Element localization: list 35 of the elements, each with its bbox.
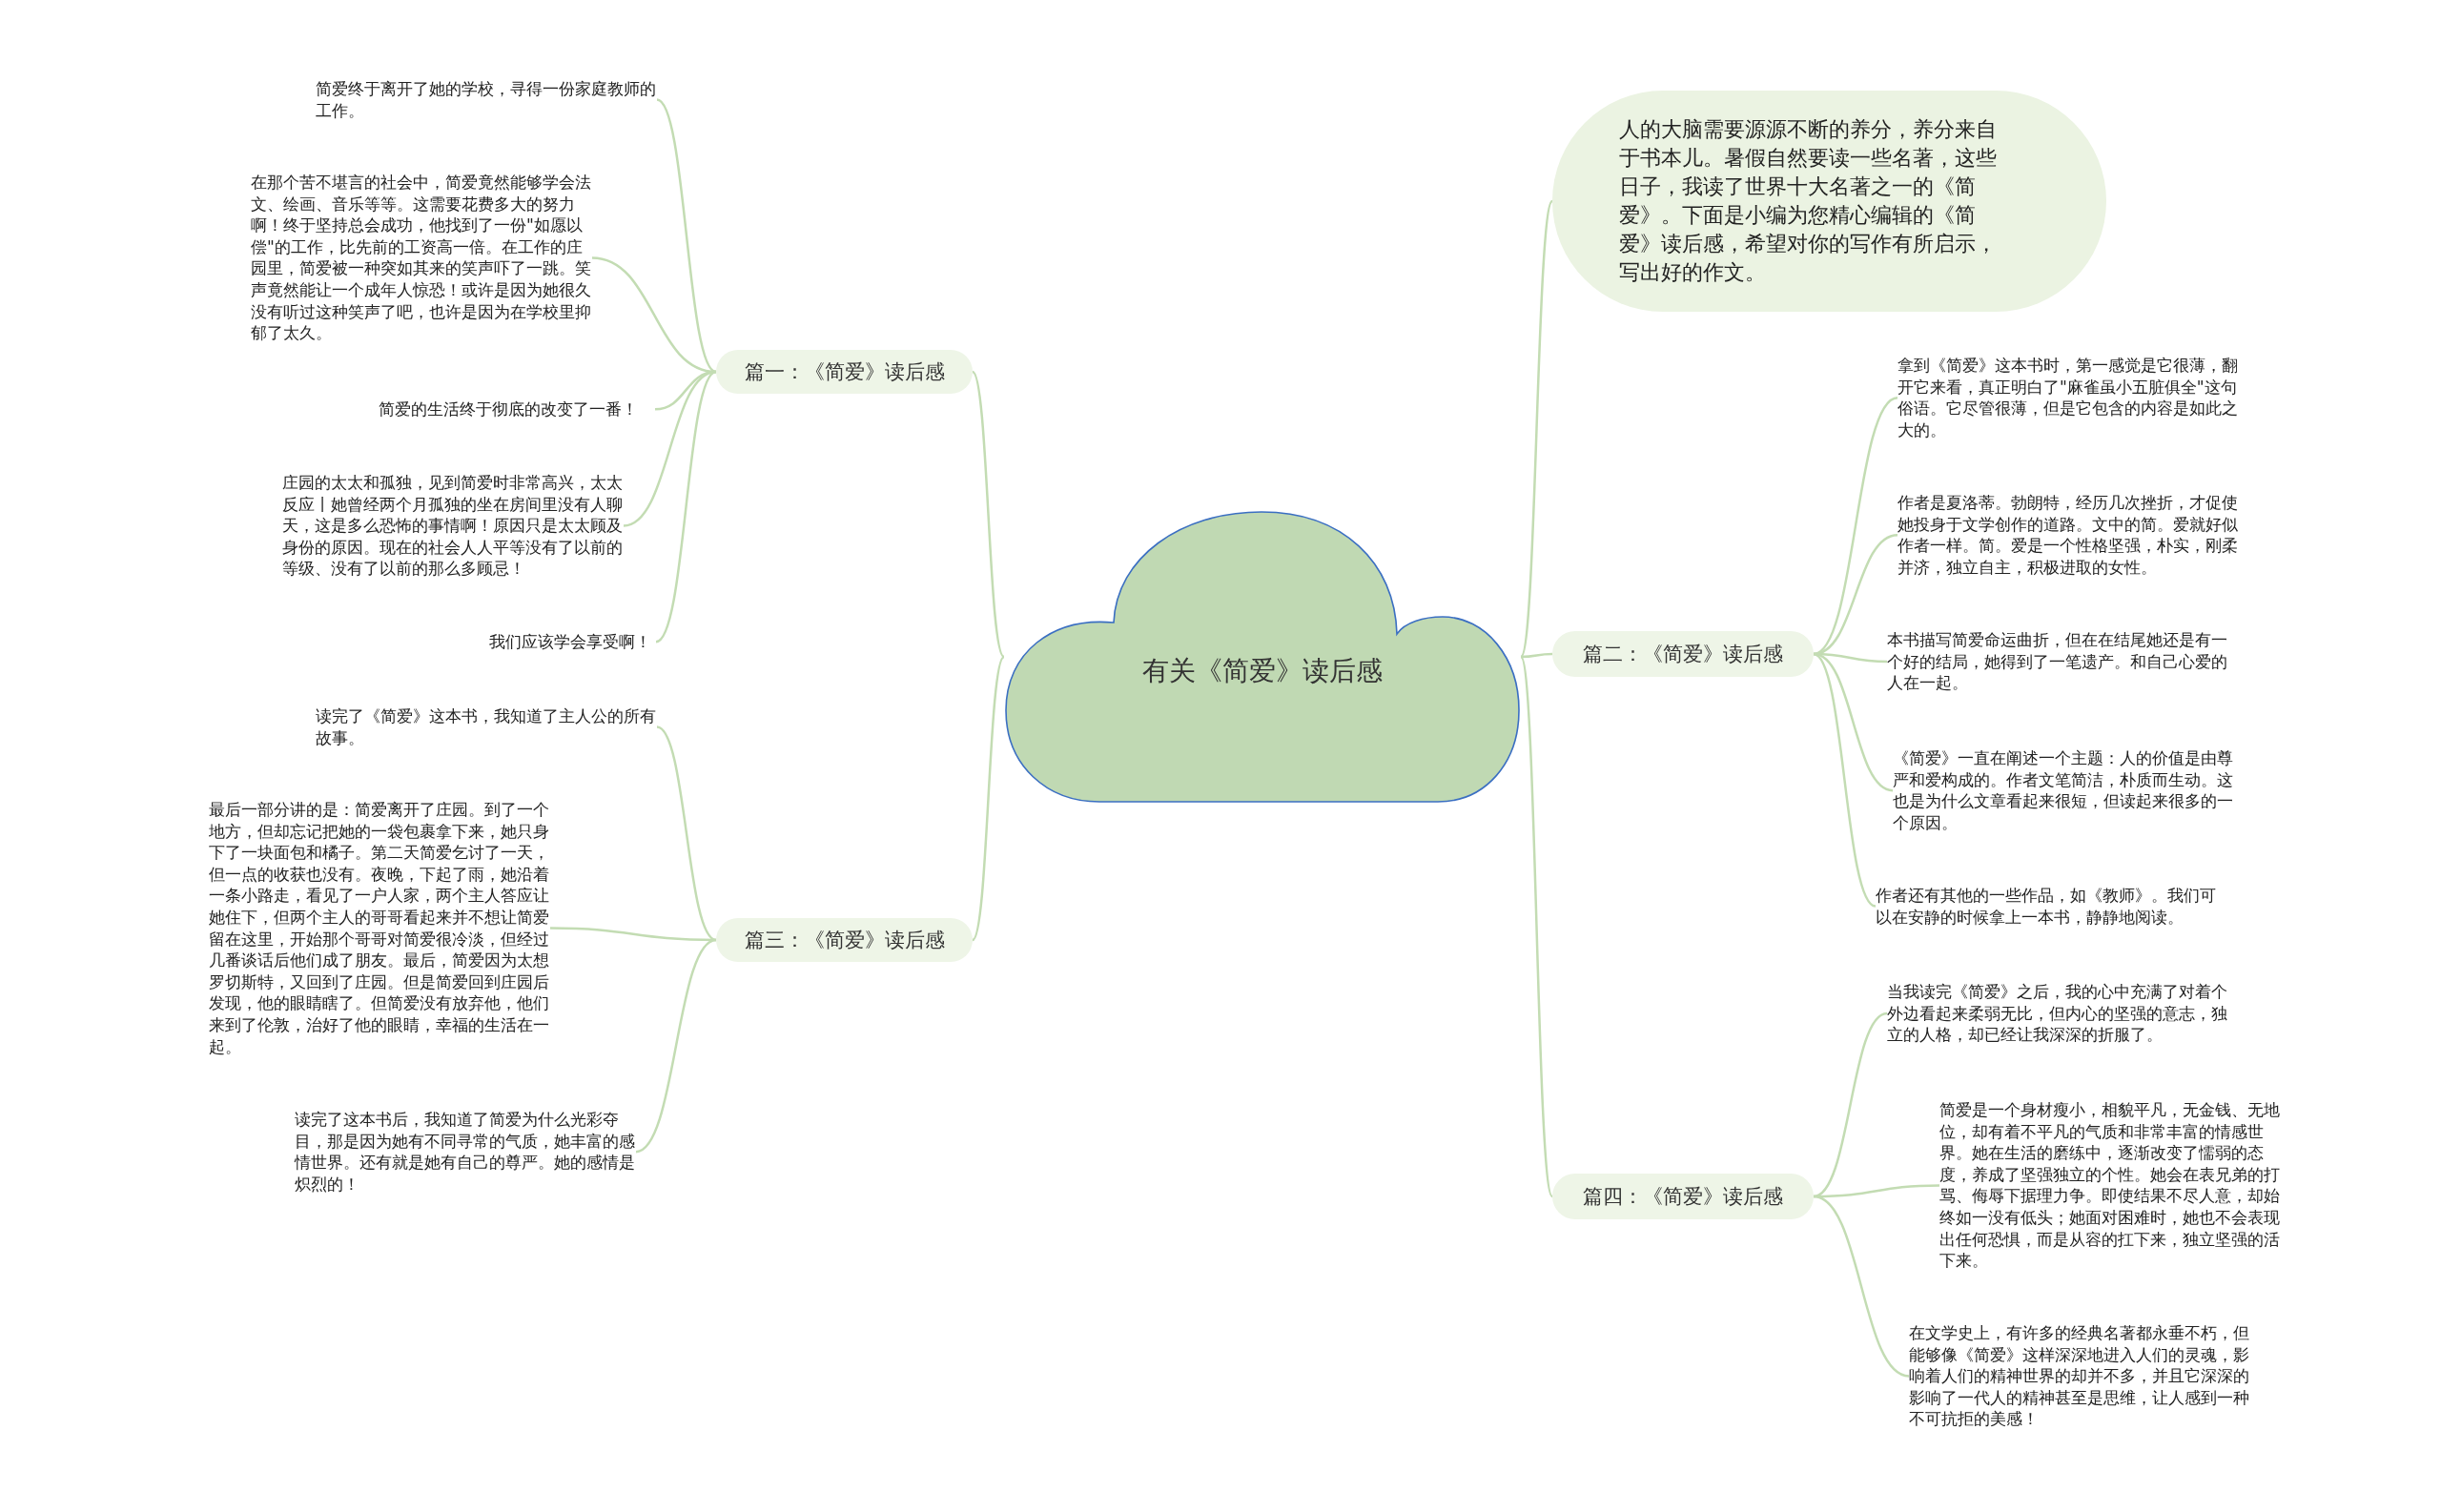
note-text: 简爱的生活终于彻底的改变了一番！	[379, 398, 655, 420]
note-text: 在那个苦不堪言的社会中，简爱竟然能够学会法文、绘画、音乐等等。这需要花费多大的努力啊！终于坚持总会成功，他找到了一份"如愿以偿"的工作，比先前的工资高一倍。在工作的庄园里，简爱被一种突如其来的笑声吓了一跳。笑声竟然能让一个成年人惊恐！或许是因为她很久没有听过这种笑声了吧，也许是因为在学校里抑郁了太久。	[251, 172, 592, 344]
note-text: 本书描写简爱命运曲折，但在在结尾她还是有一个好的结局，她得到了一笔遗产。和自己心爱的人在一起。	[1887, 629, 2228, 694]
summary-bubble: 人的大脑需要源源不断的养分，养分来自于书本儿。暑假自然要读一些名著，这些日子，我读了世界十大名著之一的《简爱》。下面是小编为您精心编辑的《简爱》读后感，希望对你的写作有所启示，写出好的作文。	[1552, 91, 2106, 312]
connector-line	[1813, 397, 1898, 656]
note-text: 我们应该学会享受啊！	[489, 631, 656, 653]
connector-line	[1521, 652, 1552, 659]
connector-line	[656, 98, 717, 373]
connector-line	[1519, 656, 1554, 1197]
connector-line	[656, 725, 717, 942]
branch-topic: 篇四：《简爱》读后感	[1552, 1174, 1814, 1219]
connector-line	[1813, 1195, 1910, 1378]
branch-topic: 篇三：《简爱》读后感	[716, 918, 973, 962]
note-text: 在文学史上，有许多的经典名著都永垂不朽，但能够像《简爱》这样深深地进入人们的灵魂，影响着人们的精神世界的却并不多，并且它深深的影响了一代人的精神甚至是思维，让人感到一种不可抗拒的美感！	[1909, 1322, 2250, 1430]
connector-line	[1813, 652, 1877, 908]
note-text: 读完了《简爱》这本书，我知道了主人公的所有故事。	[316, 705, 657, 749]
connector-line	[1813, 1011, 1888, 1198]
note-text: 《简爱》一直在阐述一个主题：人的价值是由尊严和爱构成的。作者文笔简洁，朴质而生动。这也是为什么文章看起来很短，但读起来很多的一个原因。	[1893, 747, 2234, 834]
branch-topic: 篇一：《简爱》读后感	[716, 350, 973, 394]
note-text: 简爱终于离开了她的学校，寻得一份家庭教师的工作。	[316, 78, 657, 122]
note-text: 庄园的太太和孤独，见到简爱时非常高兴，太太反应丨她曾经两个月孤独的坐在房间里没有人聊天，这是多么恐怖的事情啊！原因只是太太顾及身份的原因。现在的社会人人平等没有了以前的等级、没有了以前的那么多顾忌！	[282, 472, 624, 580]
connector-line	[655, 371, 717, 644]
connector-line	[971, 371, 1006, 658]
connector-line	[1519, 200, 1554, 658]
note-text: 当我读完《简爱》之后，我的心中充满了对着个外边看起来柔弱无比，但内心的坚强的意志，独立的人格，却已经让我深深的折服了。	[1887, 981, 2228, 1046]
note-text: 简爱是一个身材瘦小，相貌平凡，无金钱、无地位，却有着不平凡的气质和非常丰富的情感世界。她在生活的磨练中，逐渐改变了懦弱的态度，养成了坚强独立的个性。她会在表兄弟的打骂、侮辱下据理力争。即使结果不尽人意，却始终如一没有低头；她面对困难时，她也不会表现出任何恐惧，而是从容的扛下来，独立坚强的活下来。	[1939, 1099, 2281, 1272]
topic-title: 有关《简爱》读后感	[1141, 654, 1384, 689]
note-text: 作者是夏洛蒂。勃朗特，经历几次挫折，才促使她投身于文学创作的道路。文中的简。爱就好似作者一样。简。爱是一个性格坚强，朴实，刚柔并济，独立自主，积极进取的女性。	[1897, 492, 2239, 579]
note-text: 作者还有其他的一些作品，如《教师》。我们可以在安静的时候拿上一本书，静静地阅读。	[1876, 885, 2217, 929]
note-text: 拿到《简爱》这本书时，第一感觉是它很薄，翻开它来看，真正明白了"麻雀虽小五脏俱全"这句俗语。它尽管很薄，但是它包含的内容是如此之大的。	[1897, 355, 2239, 441]
connector-line	[635, 938, 717, 1154]
note-text: 读完了这本书后，我知道了简爱为什么光彩夺目，那是因为她有不同寻常的气质，她丰富的感情世界。还有就是她有自己的尊严。她的感情是炽烈的！	[295, 1109, 636, 1195]
branch-topic: 篇二：《简爱》读后感	[1552, 631, 1814, 677]
note-text: 最后一部分讲的是：简爱离开了庄园。到了一个地方，但却忘记把她的一袋包裹拿下来，她只身下了一块面包和橘子。第二天简爱乞讨了一天，但一点的收获也没有。夜晚，下起了雨，她沿着一条小路走，看见了一户人家，两个主人答应让她住下，但两个主人的哥哥看起来并不想让简爱留在这里，开始那个哥哥对简爱很冷淡，但经过几番谈话后他们成了朋友。最后，简爱因为太想罗切斯特，又回到了庄园。但是简爱回到庄园后发现，他的眼睛瞎了。但简爱没有放弃他，他们来到了伦敦，治好了他的眼睛，幸福的生活在一起。	[209, 799, 550, 1058]
connector-line	[971, 656, 1006, 941]
